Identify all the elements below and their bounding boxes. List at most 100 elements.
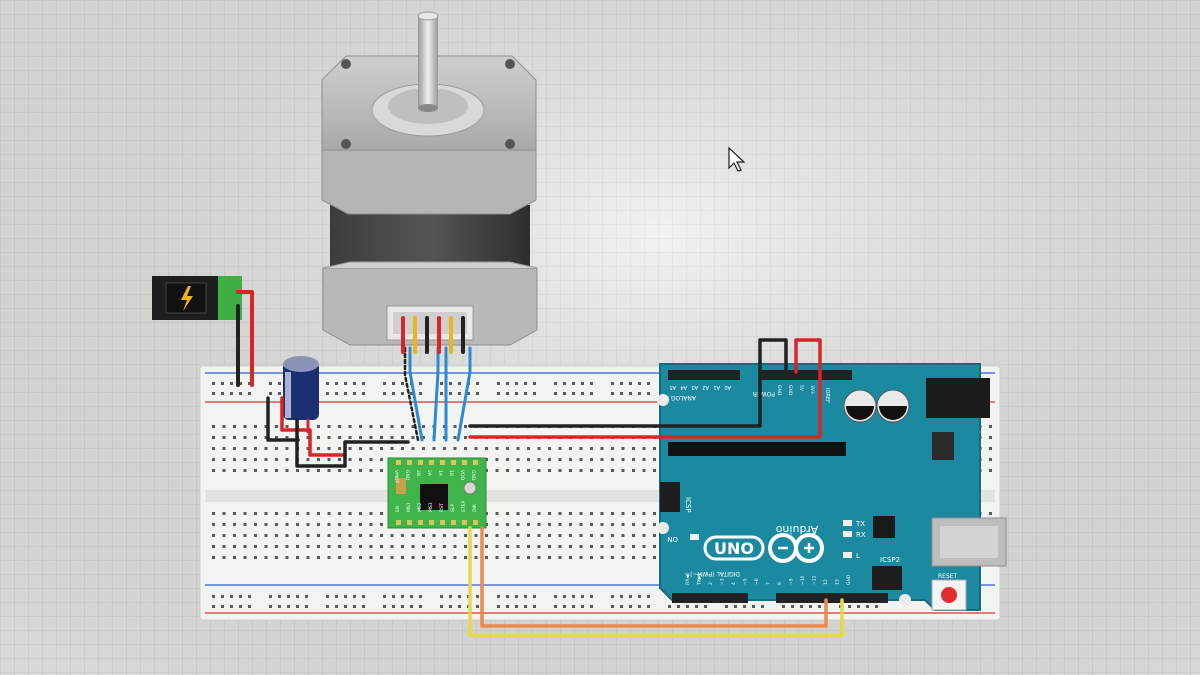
breadboard-hole: [524, 382, 527, 385]
breadboard-hole: [338, 425, 341, 428]
breadboard-hole: [369, 447, 373, 450]
breadboard-hole: [254, 545, 257, 548]
breadboard-hole: [306, 534, 310, 537]
breadboard-hole: [401, 447, 404, 450]
breadboard-hole: [275, 436, 278, 439]
breadboard-hole: [558, 545, 562, 548]
driver-right-pin-label: GND: [404, 470, 410, 481]
breadboard-hole: [243, 512, 247, 515]
driver-pin: [418, 460, 423, 465]
breadboard-hole: [495, 545, 499, 548]
breadboard-hole: [348, 436, 352, 439]
breadboard-hole: [359, 512, 362, 515]
breadboard-hole: [653, 545, 656, 548]
breadboard-hole: [600, 523, 604, 526]
digital-pin-label: 13: [835, 579, 841, 585]
breadboard-hole: [287, 605, 290, 608]
breadboard-hole: [485, 556, 488, 559]
breadboard-hole: [632, 545, 635, 548]
driver-pin: [451, 460, 456, 465]
breadboard-hole: [515, 605, 518, 608]
breadboard-hole: [401, 392, 404, 395]
breadboard-hole: [327, 523, 331, 526]
breadboard-hole: [554, 392, 557, 395]
breadboard-hole: [327, 469, 331, 472]
breadboard-hole: [581, 595, 584, 598]
breadboard-hole: [563, 595, 566, 598]
ioref-label: IOREF: [824, 388, 830, 403]
breadboard-hole: [353, 605, 356, 608]
breadboard-hole: [866, 605, 869, 608]
breadboard-hole: [464, 425, 467, 428]
breadboard-hole: [527, 458, 530, 461]
reset-button[interactable]: [931, 579, 967, 611]
breadboard-hole: [497, 595, 500, 598]
breadboard-hole: [392, 605, 395, 608]
breadboard-hole: [464, 534, 467, 537]
stepper-motor[interactable]: [321, 11, 538, 346]
breadboard-hole: [338, 556, 341, 559]
breadboard-hole: [401, 534, 404, 537]
breadboard-hole: [285, 425, 289, 428]
breadboard-hole: [590, 392, 593, 395]
arduino-infinity-logo-icon: [768, 533, 824, 563]
digital-pin-label: ~11: [812, 575, 818, 585]
driver-left-pin-label: MS1: [406, 502, 412, 512]
breadboard-hole: [449, 605, 452, 608]
breadboard-hole: [537, 523, 541, 526]
wire-jack-red: [236, 290, 254, 387]
breadboard-hole: [485, 447, 488, 450]
digital-pin-label: ~5: [743, 578, 749, 585]
breadboard-hole: [620, 605, 623, 608]
breadboard-hole: [317, 447, 320, 450]
breadboard-hole: [243, 556, 247, 559]
breadboard-hole: [579, 556, 583, 559]
breadboard-hole: [380, 512, 383, 515]
breadboard-hole: [326, 382, 329, 385]
breadboard-hole: [527, 545, 530, 548]
breadboard-hole: [632, 447, 635, 450]
breadboard-hole: [621, 545, 625, 548]
breadboard-hole: [611, 392, 614, 395]
breadboard-hole: [572, 605, 575, 608]
breadboard-hole: [572, 595, 575, 598]
breadboard-hole: [348, 458, 352, 461]
breadboard-hole: [458, 392, 461, 395]
analog-pin-label: A3: [691, 384, 698, 390]
breadboard-hole: [222, 425, 226, 428]
breadboard-hole: [383, 605, 386, 608]
digital-header-label: DIGITAL (PWM~): [690, 570, 740, 577]
driver-pin: [407, 520, 412, 525]
breadboard-hole: [264, 545, 268, 548]
breadboard-hole: [248, 605, 251, 608]
breadboard-hole: [335, 382, 338, 385]
wire-motor-3: [432, 346, 440, 442]
breadboard-hole: [401, 556, 404, 559]
driver-left-pin-label: RST: [439, 503, 445, 512]
breadboard-hole: [390, 425, 394, 428]
breadboard-hole: [419, 392, 422, 395]
breadboard-hole: [390, 556, 394, 559]
breadboard-hole: [212, 512, 215, 515]
icsp-label: ICSP: [684, 497, 692, 513]
breadboard-hole: [362, 392, 365, 395]
driver-left-pin-label: MS2: [417, 502, 423, 512]
breadboard-hole: [212, 605, 215, 608]
breadboard-hole: [875, 605, 878, 608]
breadboard-hole: [653, 469, 656, 472]
breadboard-hole: [327, 545, 331, 548]
electrolytic-capacitor[interactable]: [283, 356, 319, 420]
breadboard-hole: [677, 605, 680, 608]
a4988-stepper-driver[interactable]: VMOTENGNDMS12BMS22AMS31ARST1BSLPVDDSTEPG…: [387, 457, 487, 529]
breadboard-hole: [243, 425, 247, 428]
breadboard-hole: [638, 382, 641, 385]
breadboard-hole: [495, 469, 499, 472]
wire-motor-1: [403, 346, 420, 442]
dc-power-jack[interactable]: [152, 276, 242, 320]
breadboard-hole: [269, 605, 272, 608]
breadboard-hole: [285, 447, 289, 450]
breadboard-hole: [474, 534, 478, 537]
breadboard-hole: [516, 469, 520, 472]
breadboard-hole: [278, 595, 281, 598]
breadboard-hole: [611, 512, 614, 515]
